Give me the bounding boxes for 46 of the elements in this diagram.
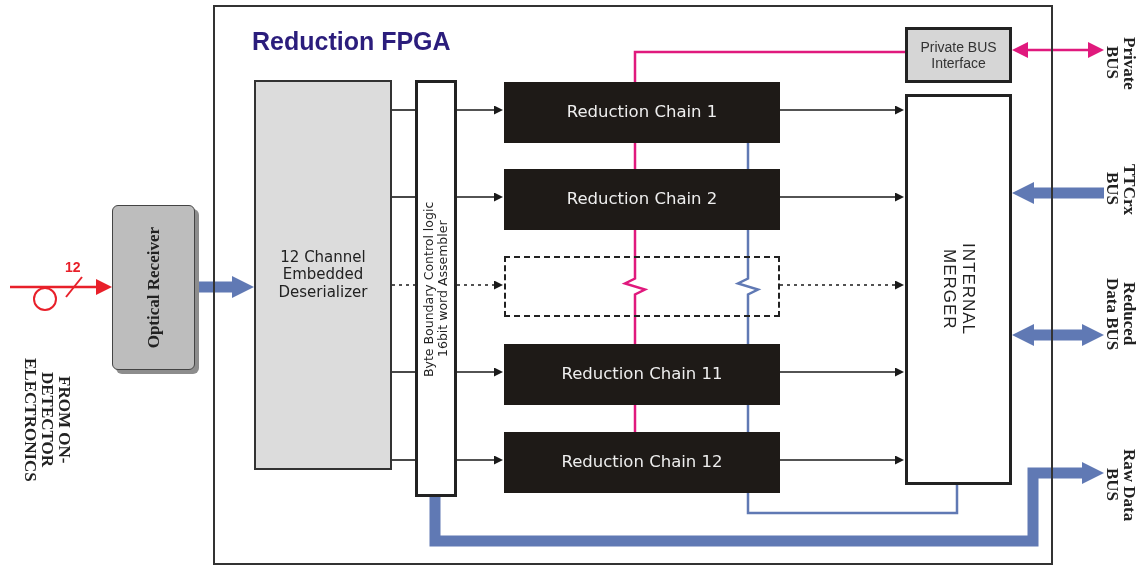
assembler-block: Byte Boundary Control logic 16bit word Assembler xyxy=(415,80,457,497)
arrow xyxy=(779,105,904,115)
bus-label: TTCrx BUS xyxy=(1104,158,1138,220)
reduction-chain-block: Reduction Chain 12 xyxy=(504,432,780,493)
connector-line xyxy=(633,50,905,82)
arrow xyxy=(779,367,904,377)
reduction-chain-block: Reduction Chain 11 xyxy=(504,344,780,405)
arrow xyxy=(456,280,503,290)
connector-line xyxy=(391,459,416,461)
merger-block: INTERNAL MERGER xyxy=(905,94,1012,485)
connector-line xyxy=(391,284,416,286)
block-title: Reduction FPGA xyxy=(252,27,451,56)
bus-arrow xyxy=(1012,324,1104,346)
arrow xyxy=(456,455,503,465)
connector-line xyxy=(746,317,750,344)
connector-line xyxy=(633,405,637,432)
connector-line xyxy=(633,230,637,256)
arrow xyxy=(779,192,904,202)
arrow xyxy=(456,367,503,377)
reduction-chain-block: Reduction Chain 1 xyxy=(504,82,780,143)
arrow xyxy=(10,279,112,295)
bus-label: Reduced Data BUS xyxy=(1104,272,1138,356)
edge-label: 12 xyxy=(64,259,82,275)
interface-block: Private BUS Interface xyxy=(905,27,1012,83)
placeholder-box xyxy=(504,256,780,317)
bus-label: Raw Data BUS xyxy=(1104,440,1138,530)
connector-line xyxy=(391,196,416,198)
bus-arrow xyxy=(1012,182,1104,204)
connector-line xyxy=(391,109,416,111)
arrow xyxy=(779,455,904,465)
arrow xyxy=(456,192,503,202)
source-label: FROM ON-DETECTOR ELECTRONICS xyxy=(22,357,73,484)
connector-line xyxy=(633,317,637,344)
connector-line xyxy=(391,371,416,373)
connector-line xyxy=(633,143,637,169)
connector-line xyxy=(746,405,750,432)
bus-label: Private BUS xyxy=(1104,30,1138,96)
arrow xyxy=(1012,42,1104,58)
fpga-block xyxy=(213,5,1053,565)
connector-line xyxy=(746,230,750,256)
connector-line xyxy=(746,485,959,515)
reduction-chain-block: Reduction Chain 2 xyxy=(504,169,780,230)
arrow xyxy=(779,280,904,290)
connector-line xyxy=(746,143,750,169)
arrow xyxy=(456,105,503,115)
deserializer-block: 12 Channel Embedded Deserializer xyxy=(254,80,392,470)
